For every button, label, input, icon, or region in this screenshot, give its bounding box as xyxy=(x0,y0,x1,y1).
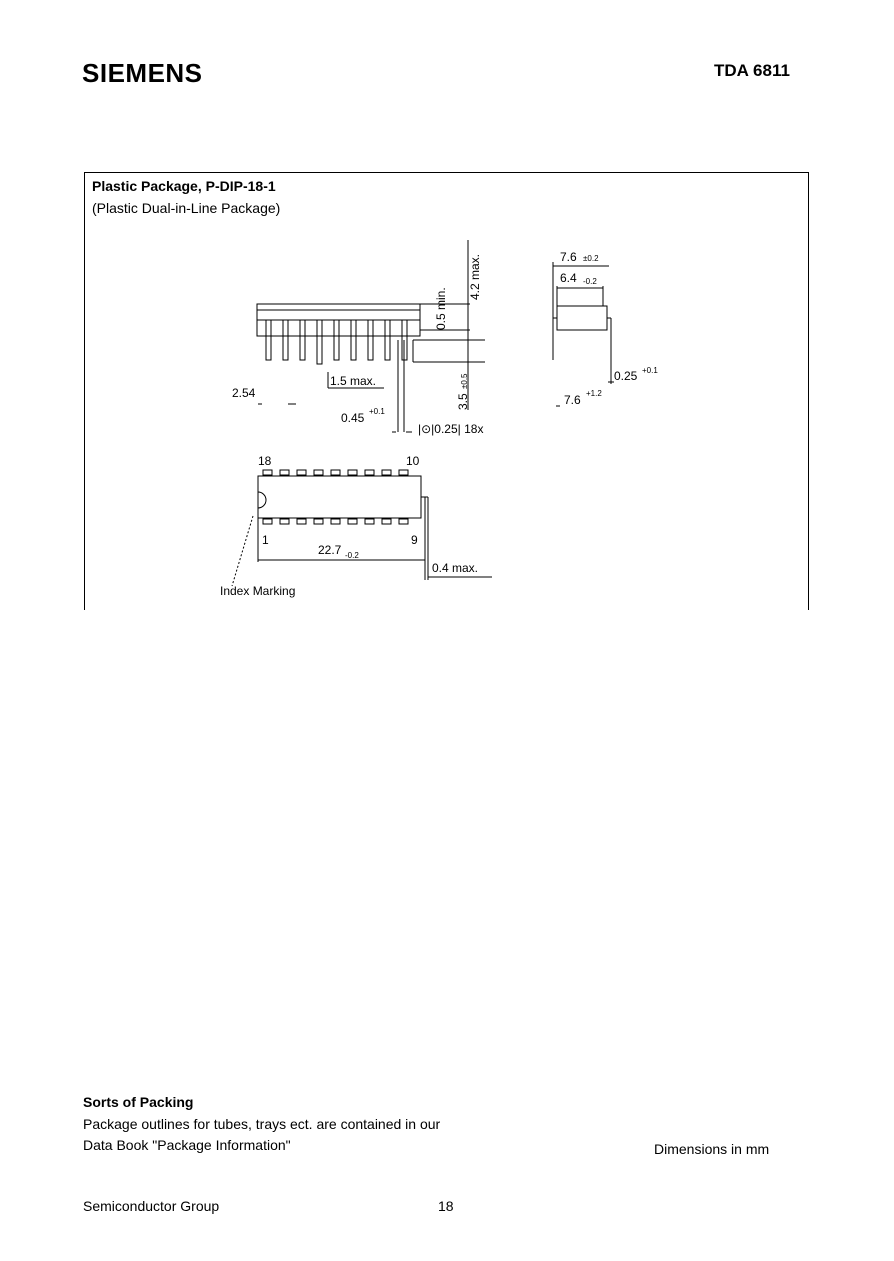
dim-0-45: 0.45 xyxy=(341,411,365,425)
pin-10-label: 10 xyxy=(406,454,420,468)
index-marking-label: Index Marking xyxy=(220,584,295,598)
dim-6-4: 6.4 xyxy=(560,271,577,285)
dim-7-6-bottom: 7.6 xyxy=(564,393,581,407)
package-title: Plastic Package, P-DIP-18-1 xyxy=(92,178,276,194)
top-view-body xyxy=(257,475,422,519)
dim-6-4-tol: -0.2 xyxy=(583,277,597,286)
dim-3-5-tol: ±0.5 xyxy=(460,373,469,389)
dim-2-54: 2.54 xyxy=(232,386,256,400)
dim-0-5-min: 0.5 min. xyxy=(434,287,448,330)
dim-7-6-bottom-tol: +1.2 xyxy=(586,389,602,398)
dim-0-25-tol: +0.1 xyxy=(642,366,658,375)
dim-4-2-max: 4.2 max. xyxy=(468,254,482,300)
pin-18-label: 18 xyxy=(258,454,272,468)
package-subtitle: (Plastic Dual-in-Line Package) xyxy=(92,200,281,216)
dim-0-25: 0.25 xyxy=(614,369,638,383)
index-notch xyxy=(257,491,267,509)
page-number: 18 xyxy=(438,1198,454,1214)
top-view-pins-bottom xyxy=(262,518,409,525)
dimensions-note: Dimensions in mm xyxy=(654,1141,770,1157)
dim-7-6-top: 7.6 xyxy=(560,250,577,264)
top-view-pins-top xyxy=(262,469,409,476)
end-view-body xyxy=(556,305,608,331)
sorts-heading: Sorts of Packing xyxy=(83,1094,194,1110)
dim-1-5-max: 1.5 max. xyxy=(330,374,376,388)
sorts-text-line-1: Package outlines for tubes, trays ect. a… xyxy=(83,1116,441,1132)
dim-0-4-max: 0.4 max. xyxy=(432,561,478,575)
dim-22-7-tol: -0.2 xyxy=(345,551,359,560)
dim-7-6-top-tol: ±0.2 xyxy=(583,254,599,263)
dim-0-25-18x: |⊙|0.25| 18x xyxy=(418,422,483,436)
part-number: TDA 6811 xyxy=(714,61,790,80)
footer-group: Semiconductor Group xyxy=(83,1198,220,1214)
sorts-text-line-2: Data Book "Package Information" xyxy=(83,1137,291,1153)
package-drawing-frame xyxy=(84,172,809,610)
dim-22-7: 22.7 xyxy=(318,543,342,557)
pin-1-label: 1 xyxy=(262,533,269,547)
brand-logo-text: SIEMENS xyxy=(82,58,203,88)
pin-9-label: 9 xyxy=(411,533,418,547)
dim-0-45-tol: +0.1 xyxy=(369,407,385,416)
side-view-pins xyxy=(265,319,408,365)
dim-3-5: 3.5 xyxy=(456,393,470,410)
